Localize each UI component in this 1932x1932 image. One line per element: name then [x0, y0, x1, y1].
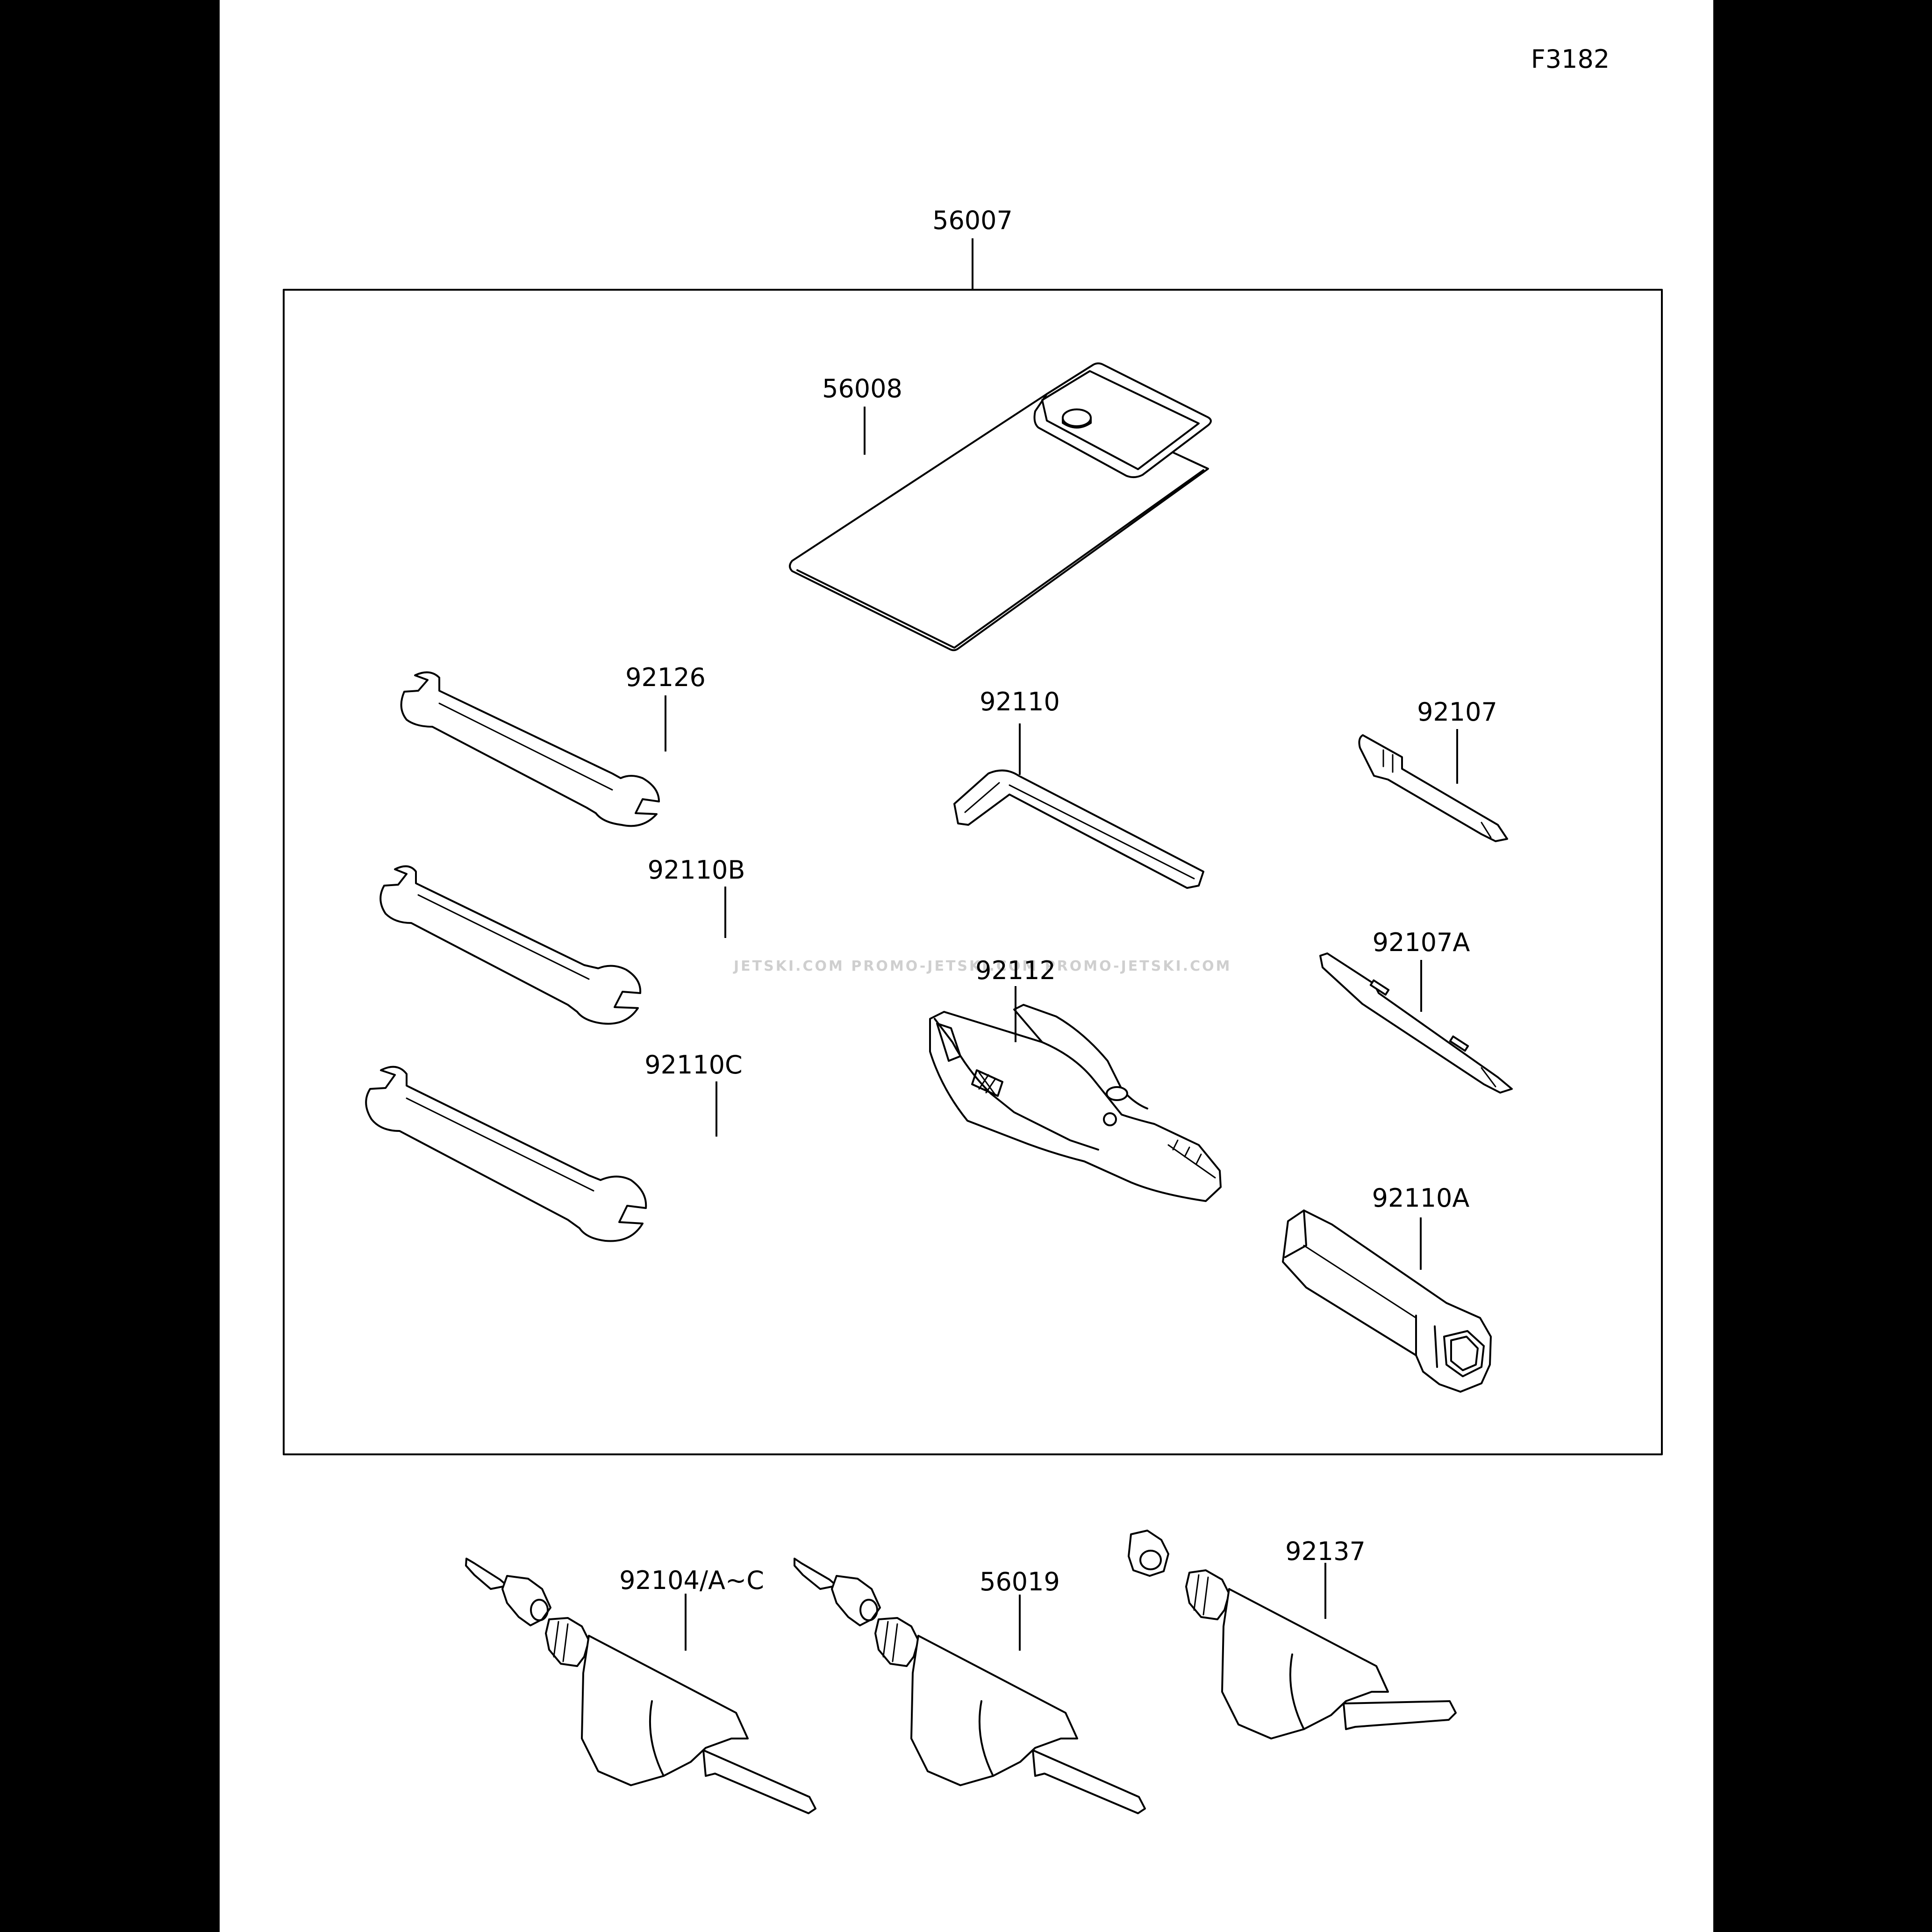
label-92110c: 92110C — [644, 1050, 743, 1080]
tube-92104: 92104/A~C — [465, 1558, 816, 1814]
screwdriver-92107a: 92107A — [1319, 928, 1513, 1094]
label-92110a: 92110A — [1372, 1183, 1470, 1213]
box-wrench-92110a: 92110A — [1282, 1183, 1492, 1393]
wrench-92126: 92126 — [400, 663, 706, 827]
label-92110: 92110 — [980, 687, 1060, 716]
watermark: JETSKI.COM PROMO-JETSKI.COM PROMO-JETSKI… — [733, 958, 1232, 974]
tube-56019: 56019 — [794, 1558, 1146, 1814]
label-56007: 56007 — [932, 206, 1013, 235]
label-92107: 92107 — [1417, 697, 1497, 727]
wrench-92110c: 92110C — [365, 1050, 743, 1242]
tube-92137: 92137 — [1128, 1530, 1457, 1739]
screwdriver-bit-92107: 92107 — [1358, 697, 1508, 842]
label-92104-a-c: 92104/A~C — [619, 1566, 764, 1595]
label-92107a: 92107A — [1373, 928, 1470, 957]
tool-kit-frame: 56007 — [283, 206, 1663, 1455]
label-56008: 56008 — [822, 374, 902, 403]
label-92126: 92126 — [625, 663, 706, 692]
label-92112: 92112 — [975, 956, 1056, 985]
hex-key-92110: 92110 — [953, 687, 1204, 889]
figure-code: F3182 — [1531, 44, 1610, 74]
label-92137: 92137 — [1285, 1537, 1366, 1566]
wrench-92110b: 92110B — [379, 855, 745, 1025]
parts-diagram-page: F3182 56007 JETSKI.COM PROMO-JETSKI.COM … — [220, 0, 1713, 1932]
label-92110b: 92110B — [648, 855, 745, 885]
tool-pouch: 56008 — [789, 362, 1212, 651]
pliers-92112: 92112 — [929, 956, 1222, 1202]
label-56019: 56019 — [980, 1567, 1060, 1596]
